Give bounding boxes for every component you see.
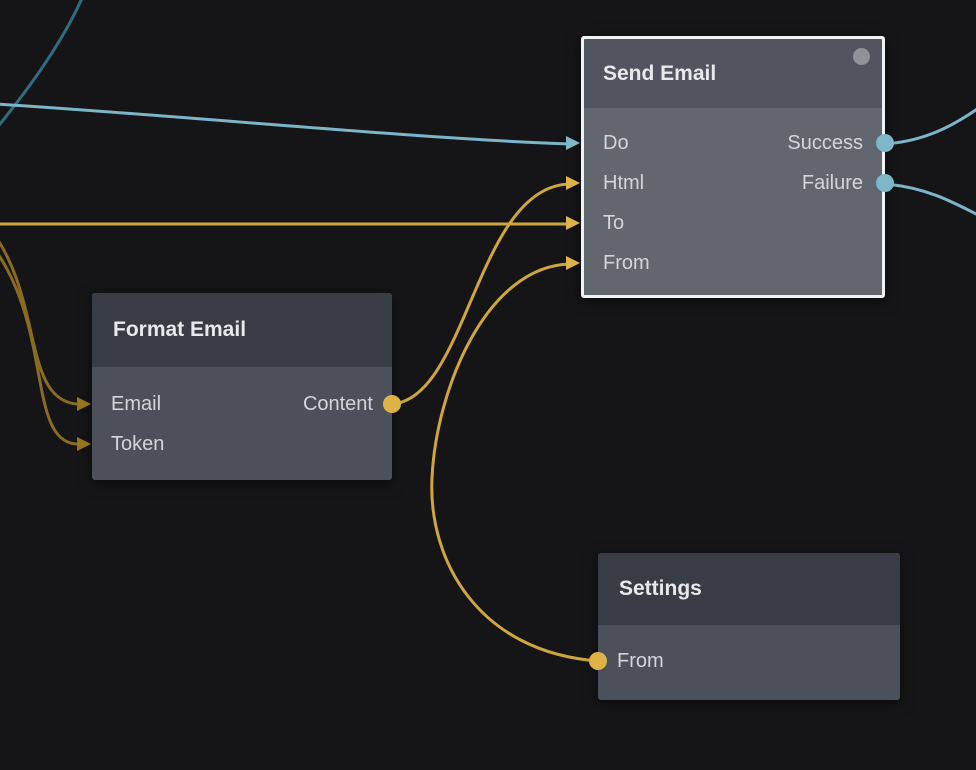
- input-port-from-icon[interactable]: [566, 256, 580, 270]
- input-port-label: From: [603, 252, 650, 274]
- node-header[interactable]: Settings: [598, 553, 900, 625]
- status-dot-icon: [853, 48, 870, 65]
- output-port-label: From: [617, 650, 664, 672]
- output-port-from-icon[interactable]: [589, 652, 607, 670]
- node-title: Settings: [619, 577, 702, 600]
- wire-teal-passthrough[interactable]: [0, 0, 83, 129]
- port-row: To: [566, 203, 882, 243]
- node-body: Email Content Token: [77, 367, 401, 464]
- output-port-label: Success: [787, 132, 863, 154]
- input-port-token-icon[interactable]: [77, 437, 91, 451]
- port-row: From: [566, 243, 882, 283]
- input-port-label: Do: [603, 132, 629, 154]
- output-port-failure-icon[interactable]: [876, 174, 894, 192]
- port-row: From: [589, 641, 900, 681]
- input-port-html-icon[interactable]: [566, 176, 580, 190]
- output-port-success-icon[interactable]: [876, 134, 894, 152]
- input-port-label: Email: [111, 393, 162, 415]
- port-row: Do Success: [566, 123, 894, 163]
- node-header[interactable]: Send Email: [584, 39, 882, 108]
- input-port-do-icon[interactable]: [566, 136, 580, 150]
- node-header[interactable]: Format Email: [92, 293, 392, 367]
- wire-settings-from-to-from[interactable]: [430, 262, 600, 663]
- input-port-label: Token: [111, 433, 165, 455]
- input-port-email-icon[interactable]: [77, 397, 91, 411]
- port-row: Html Failure: [566, 163, 894, 203]
- node-title: Send Email: [603, 61, 717, 85]
- port-row: Email Content: [77, 384, 401, 424]
- wire-to-token-input[interactable]: [0, 251, 78, 446]
- input-port-label: To: [603, 212, 625, 234]
- port-row: Token: [77, 424, 392, 464]
- input-port-to-icon[interactable]: [566, 216, 580, 230]
- node-body: From: [589, 625, 900, 681]
- output-port-content-icon[interactable]: [383, 395, 401, 413]
- node-format-email[interactable]: Format Email Email Content Token: [77, 293, 401, 480]
- wire-to-do-input[interactable]: [0, 102, 573, 146]
- node-send-email[interactable]: Send Email Do Success Html Failure To F: [566, 36, 894, 298]
- node-settings[interactable]: Settings From: [589, 553, 900, 700]
- input-port-label: Html: [603, 172, 645, 194]
- wire-from-failure-output[interactable]: [883, 182, 976, 216]
- output-port-label: Content: [302, 393, 373, 415]
- node-body: Do Success Html Failure To From: [566, 108, 894, 283]
- wire-from-success-output[interactable]: [883, 107, 976, 146]
- output-port-label: Failure: [801, 172, 863, 194]
- wire-content-to-html[interactable]: [390, 182, 572, 406]
- node-title: Format Email: [113, 318, 247, 341]
